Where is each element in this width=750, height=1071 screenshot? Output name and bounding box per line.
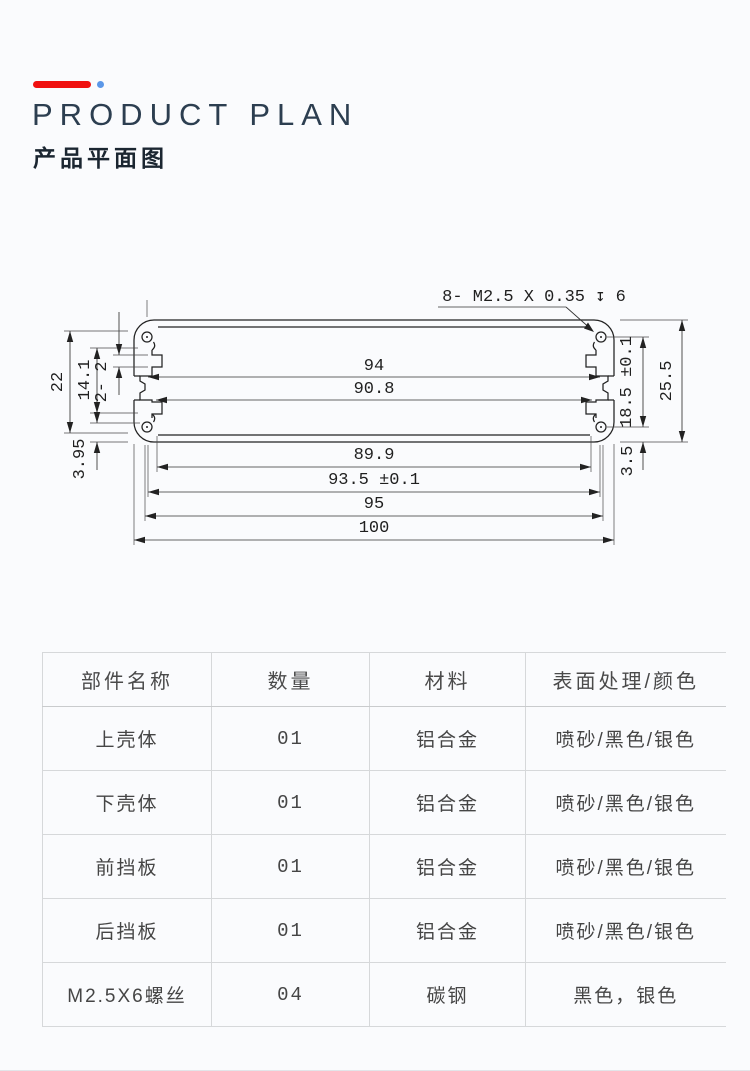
table-cell: M2.5X6螺丝 [42,962,212,1027]
table-cell: 铝合金 [369,770,526,835]
dim-3-95-label: 3.95 [71,439,90,480]
table-row: 下壳体 01 铝合金 喷砂/黑色/银色 [42,770,726,835]
dim-22-label: 22 [49,372,68,392]
accent-dot-icon [97,81,104,88]
table-row: 前挡板 01 铝合金 喷砂/黑色/银色 [42,834,726,899]
column-header-finish-color: 表面处理/颜色 [525,652,726,707]
profile-outline [130,319,618,443]
table-cell: 01 [211,898,370,963]
table-cell: 铝合金 [369,706,526,771]
table-cell: 铝合金 [369,834,526,899]
table-header-row: 部件名称 数量 材料 表面处理/颜色 [42,652,726,707]
column-header-quantity: 数量 [211,652,370,707]
table-cell: 01 [211,834,370,899]
dim-100-label: 100 [359,519,390,538]
table-cell: 黑色，银色 [525,962,726,1027]
table-cell: 下壳体 [42,770,212,835]
table-cell: 喷砂/黑色/银色 [525,770,726,835]
parts-table-body: 上壳体 01 铝合金 喷砂/黑色/银色 下壳体 01 铝合金 喷砂/黑色/银色 … [42,706,726,1027]
page-title: PRODUCT PLAN [32,97,359,132]
parts-table: 部件名称 数量 材料 表面处理/颜色 上壳体 01 铝合金 喷砂/黑色/银色 下… [42,652,726,1027]
column-header-material: 材料 [369,652,526,707]
table-cell: 铝合金 [369,898,526,963]
table-cell: 01 [211,706,370,771]
screw-boss-holes [141,331,607,433]
table-cell: 上壳体 [42,706,212,771]
table-row: 上壳体 01 铝合金 喷砂/黑色/银色 [42,706,726,771]
dim-93-5-label: 93.5 ±0.1 [328,471,420,490]
column-header-part-name: 部件名称 [42,652,212,707]
dimension-labels: 8- M2.5 X 0.35 ↧ 6 94 90.8 89.9 93.5 ±0.… [49,288,677,538]
enclosure-cross-section-drawing: 8- M2.5 X 0.35 ↧ 6 94 90.8 89.9 93.5 ±0.… [49,288,688,545]
table-cell: 04 [211,962,370,1027]
table-row: M2.5X6螺丝 04 碳钢 黑色，银色 [42,962,726,1027]
dim-94-label: 94 [364,357,384,376]
dim-25-5-label: 25.5 [658,361,677,402]
table-cell: 前挡板 [42,834,212,899]
table-cell: 碳钢 [369,962,526,1027]
table-cell: 喷砂/黑色/银色 [525,706,726,771]
accent-bar [33,81,91,88]
dimension-arrows [66,320,686,544]
dim-90-8-label: 90.8 [354,380,395,399]
table-cell: 喷砂/黑色/银色 [525,834,726,899]
technical-drawing: 8- M2.5 X 0.35 ↧ 6 94 90.8 89.9 93.5 ±0.… [0,255,750,585]
dimension-lines [64,300,688,545]
table-row: 后挡板 01 铝合金 喷砂/黑色/银色 [42,898,726,963]
dim-2-2-label: 2- 2 [93,362,112,403]
dim-18-5-label: 18.5 ±0.1 [618,336,637,428]
page-subtitle: 产品平面图 [33,145,168,171]
dim-14-1-label: 14.1 [76,360,95,401]
table-cell: 01 [211,770,370,835]
table-cell: 喷砂/黑色/银色 [525,898,726,963]
dim-89-9-label: 89.9 [354,446,395,465]
table-cell: 后挡板 [42,898,212,963]
thread-callout-label: 8- M2.5 X 0.35 ↧ 6 [442,288,626,307]
dim-95-label: 95 [364,495,384,514]
dim-3-5-label: 3.5 [619,446,638,477]
